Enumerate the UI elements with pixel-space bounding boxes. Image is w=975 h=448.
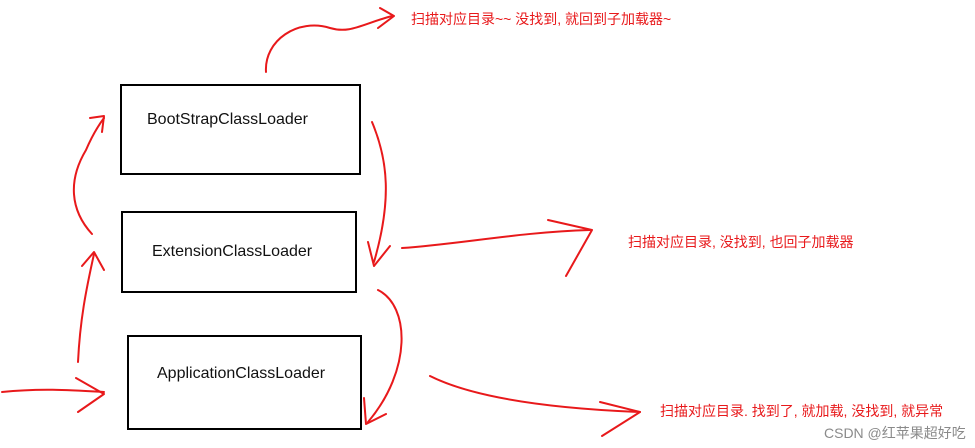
application-annotation: 扫描对应目录. 找到了, 就加载, 没找到, 就异常 bbox=[660, 403, 944, 419]
arrow-boot-to-ext-down bbox=[371, 121, 387, 263]
arrowhead-app-to-ext-up bbox=[81, 251, 105, 271]
arrowhead-boot-to-note bbox=[377, 7, 395, 29]
arrowhead-ext-to-note bbox=[547, 219, 593, 277]
bootstrap-annotation: 扫描对应目录~~ 没找到, 就回到子加载器~ bbox=[411, 11, 672, 27]
arrow-ext-to-note bbox=[401, 229, 591, 249]
arrow-boot-to-note bbox=[264, 15, 393, 73]
arrow-ext-to-boot-up bbox=[73, 117, 105, 235]
arrowhead-ext-to-app-down bbox=[363, 397, 387, 425]
arrowhead-ext-to-boot-up bbox=[89, 115, 105, 133]
arrowhead-incoming-to-app bbox=[75, 377, 105, 413]
application-classloader-label: ApplicationClassLoader bbox=[157, 365, 326, 382]
bootstrap-classloader-label: BootStrapClassLoader bbox=[147, 111, 308, 128]
arrow-app-to-note bbox=[429, 375, 641, 413]
arrowhead-boot-to-ext-down bbox=[367, 241, 391, 267]
extension-annotation: 扫描对应目录, 没找到, 也回子加载器 bbox=[628, 234, 854, 250]
arrow-app-to-ext-up bbox=[77, 253, 95, 363]
arrow-incoming-to-app bbox=[1, 388, 105, 393]
bootstrap-classloader-box bbox=[120, 84, 361, 175]
arrowhead-app-to-note bbox=[599, 401, 641, 437]
application-classloader-box bbox=[127, 335, 362, 430]
arrow-ext-to-app-down bbox=[367, 289, 403, 423]
extension-classloader-label: ExtensionClassLoader bbox=[152, 243, 313, 260]
extension-classloader-box bbox=[121, 211, 357, 293]
watermark: CSDN @红苹果超好吃 bbox=[824, 425, 966, 441]
